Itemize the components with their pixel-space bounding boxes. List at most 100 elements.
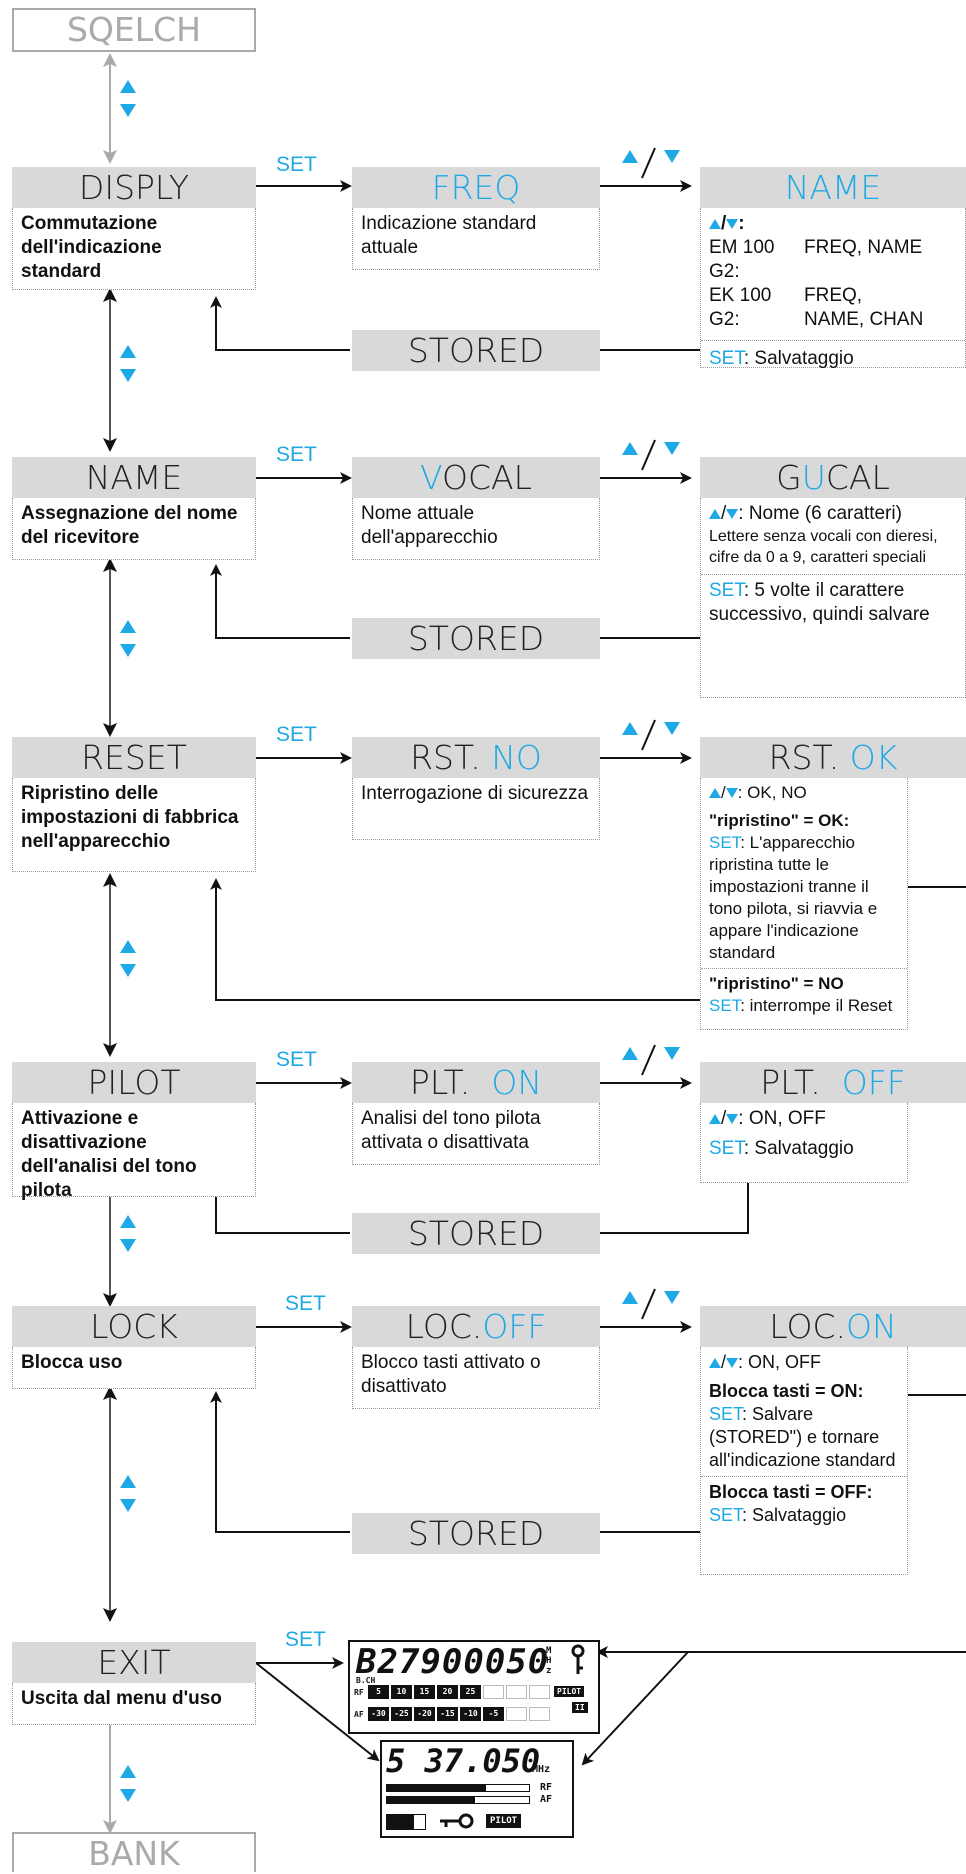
stored-status: STORED [352,1513,600,1554]
rf-label: RF [540,1782,553,1793]
up-down-icon [120,1475,136,1517]
option-detail: /: ON, OFF SET: Salvataggio [700,1103,908,1183]
up-down-icon [120,345,136,387]
option-rst-no[interactable]: RST. NO [352,737,600,778]
key-icon [570,1644,586,1678]
stored-status: STORED [352,1213,600,1254]
option-gucal[interactable]: GUCAL [700,457,966,498]
meter-segment [506,1707,527,1721]
meter-segment: -30 [368,1707,389,1721]
set-label: SET [285,1628,326,1651]
stored-status: STORED [352,618,600,659]
meter-segment [529,1685,550,1699]
menu-item-reset[interactable]: RESET [12,737,256,778]
up-icon [709,509,721,519]
set-label: SET [276,1048,317,1071]
af-meter [386,1796,530,1804]
af-label: AF [354,1710,364,1719]
menu-item-name[interactable]: NAME [12,457,256,498]
menu-desc: Blocca uso [12,1347,256,1389]
up-down-icon [120,80,136,122]
stored-status: STORED [352,330,600,371]
option-detail: /: OK, NO "ripristino" = OK: SET: L'appa… [700,778,908,1030]
menu-desc: Attivazione e disattivazione dell'analis… [12,1103,256,1201]
meter-segment: -20 [414,1707,435,1721]
lcd-display-em: 5 37.050 MHz RF AF PILOT [380,1740,574,1838]
af-label: AF [540,1794,553,1805]
rf-label: RF [354,1688,364,1697]
option-vocal[interactable]: VOCAL [352,457,600,498]
meter-segment [483,1685,504,1699]
meter-segment: -25 [391,1707,412,1721]
meter-segment [506,1685,527,1699]
lcd-unit: MHz [532,1764,551,1775]
menu-desc: Uscita dal menu d'uso [12,1683,256,1725]
option-detail: /: Nome (6 caratteri) Lettere senza voca… [700,498,966,698]
up-icon [709,1114,721,1124]
meter-segment: -10 [460,1707,481,1721]
meter-segment: -5 [483,1707,504,1721]
meter-segment: 25 [460,1685,481,1699]
key-icon [438,1812,474,1834]
rf-meter [386,1784,530,1792]
up-down-icon [120,1215,136,1257]
meter-segment: -15 [437,1707,458,1721]
up-down-select-icon [622,150,680,168]
down-icon [726,509,739,519]
option-desc: Nome attuale dell'apparecchio [352,498,600,560]
menu-desc: Commutazione dell'indicazione standard [12,208,256,290]
up-down-icon [120,620,136,662]
badge-ii: II [572,1702,588,1713]
option-loc-on[interactable]: LOC.ON [700,1306,966,1347]
up-down-icon [120,940,136,982]
menu-item-lock[interactable]: LOCK [12,1306,256,1347]
menu-item-exit[interactable]: EXIT [12,1642,256,1683]
meter-segment: 10 [391,1685,412,1699]
meter-segment: 5 [368,1685,389,1699]
option-desc: Analisi del tono pilota attivata o disat… [352,1103,600,1165]
af-scale: -30-25-20-15-10-5 [368,1707,552,1721]
down-icon [726,1114,739,1124]
option-desc: Blocco tasti attivato o disattivato [352,1347,600,1409]
up-down-select-icon [622,722,680,740]
lcd-sub: B.CH [356,1676,376,1685]
option-rst-ok[interactable]: RST. OK [700,737,966,778]
pilot-indicator: PILOT [554,1686,585,1697]
option-name[interactable]: NAME [700,167,966,208]
option-detail: /: ON, OFF Blocca tasti = ON: SET: Salva… [700,1347,908,1575]
down-icon [726,1358,739,1368]
menu-desc: Ripristino delle impostazioni di fabbric… [12,778,256,872]
option-plt-off[interactable]: PLT. OFF [700,1062,966,1103]
option-desc: Indicazione standard attuale [352,208,600,270]
set-label: SET [276,723,317,746]
menu-item-disply[interactable]: DISPLY [12,167,256,208]
meter-segment: 15 [414,1685,435,1699]
pilot-indicator: PILOT [486,1814,522,1828]
option-desc: Interrogazione di sicurezza [352,778,600,840]
set-label: SET [276,153,317,176]
set-label: SET [285,1292,326,1315]
option-freq[interactable]: FREQ [352,167,600,208]
up-icon [709,219,721,229]
up-icon [709,788,721,798]
menu-item-bank[interactable]: BANK [12,1832,256,1873]
option-loc-off[interactable]: LOC.OFF [352,1306,600,1347]
lcd-frequency: B27900050 [356,1642,550,1682]
menu-desc: Assegnazione del nome del ricevitore [12,498,256,560]
menu-item-pilot[interactable]: PILOT [12,1062,256,1103]
option-plt-on[interactable]: PLT. ON [352,1062,600,1103]
menu-item-sqelch[interactable]: SQELCH [12,8,256,52]
down-icon [725,788,738,798]
up-down-select-icon [622,442,680,460]
up-icon [709,1358,721,1368]
up-down-icon [120,1765,136,1807]
lcd-frequency: 5 37.050 [386,1742,541,1780]
down-icon [726,219,739,229]
battery-icon [386,1814,426,1830]
option-detail: /: EM 100 G2:FREQ, NAME EK 100 G2:FREQ, … [700,208,966,369]
up-down-select-icon [622,1291,680,1309]
